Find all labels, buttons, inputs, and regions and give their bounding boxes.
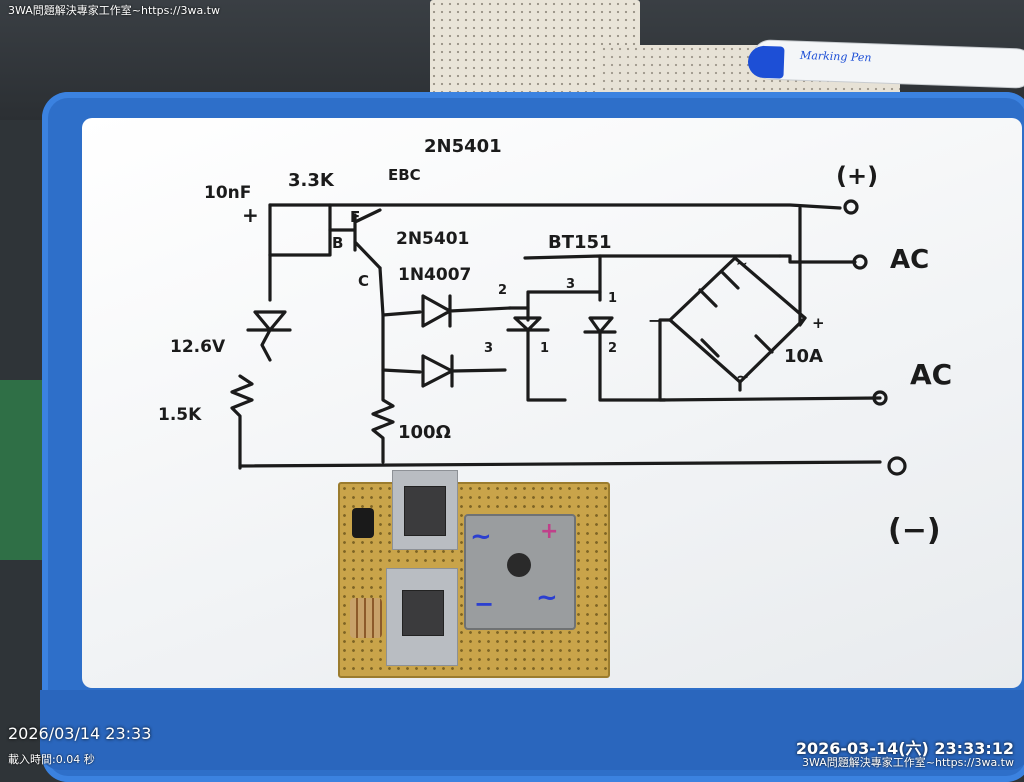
label-bridge-tilde-top: ~ bbox=[736, 256, 748, 272]
label-pin-2a: 2 bbox=[498, 283, 507, 298]
label-ac-2: AC bbox=[910, 358, 952, 391]
label-1n4007: 1N4007 bbox=[398, 265, 471, 285]
label-bridge-10a: 10A bbox=[784, 346, 823, 367]
label-bt151: BT151 bbox=[548, 232, 612, 253]
pcb-tilde-left: ~ bbox=[470, 522, 492, 552]
label-bridge-tilde-bottom: ~ bbox=[736, 367, 749, 386]
label-res-100ohm: 100Ω bbox=[398, 422, 451, 443]
watermark-load-time: 載入時間:0.04 秒 bbox=[8, 753, 95, 766]
bridge-mounting-hole bbox=[507, 553, 531, 577]
label-pin-3b: 3 bbox=[484, 341, 493, 356]
label-2n5401-top: 2N5401 bbox=[424, 136, 502, 157]
label-collector: C bbox=[358, 272, 369, 290]
label-2n5401: 2N5401 bbox=[396, 229, 469, 249]
label-negative-terminal: (−) bbox=[888, 513, 941, 548]
resistors bbox=[350, 598, 382, 638]
electrolytic-capacitor bbox=[352, 508, 374, 538]
whiteboard-tray-lip bbox=[40, 690, 1024, 770]
label-pin-1a: 1 bbox=[608, 291, 617, 306]
label-pin-3a: 3 bbox=[566, 277, 575, 292]
bridge-rectifier bbox=[464, 514, 576, 630]
label-positive-terminal: (+) bbox=[836, 162, 878, 190]
pcb-tilde-right: ~ bbox=[536, 583, 558, 613]
watermark-date: 2026/03/14 23:33 bbox=[8, 724, 152, 743]
label-emitter: E bbox=[350, 208, 360, 226]
label-res-33k: 3.3K bbox=[288, 170, 335, 191]
label-pin-2b: 2 bbox=[608, 341, 617, 356]
watermark-timestamp: 2026-03-14(六) 23:33:12 bbox=[795, 739, 1014, 758]
pcb-plus: + bbox=[540, 519, 558, 544]
label-ac-1: AC bbox=[890, 245, 929, 275]
label-ebc: EBC bbox=[388, 166, 421, 184]
label-bridge-plus: + bbox=[812, 314, 825, 332]
label-cap-10nf: 10nF bbox=[204, 183, 251, 203]
label-plus-sign: + bbox=[242, 203, 259, 227]
pcb-minus: − bbox=[474, 590, 494, 618]
scr-top bbox=[404, 486, 446, 536]
label-base: B bbox=[332, 234, 343, 252]
watermark-top: 3WA問題解決專家工作室~https://3wa.tw bbox=[8, 4, 220, 17]
scr-bottom bbox=[402, 590, 444, 636]
label-bridge-minus: − bbox=[648, 311, 661, 330]
label-pin-1b: 1 bbox=[540, 341, 549, 356]
label-zener-126v: 12.6V bbox=[170, 337, 226, 357]
label-res-15k: 1.5K bbox=[158, 405, 202, 425]
heatsink-top bbox=[392, 470, 458, 550]
watermark-bottom: 3WA問題解決專家工作室~https://3wa.tw bbox=[802, 756, 1014, 769]
